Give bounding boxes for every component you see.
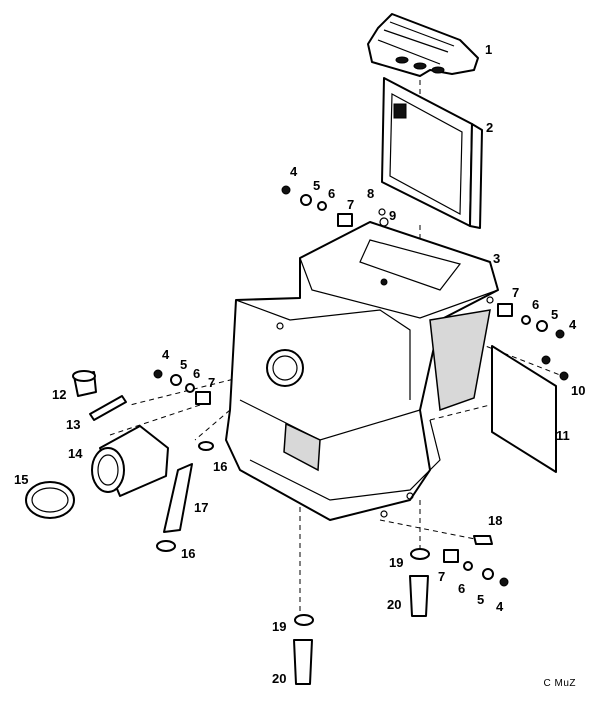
callout-label: 20 <box>387 597 402 612</box>
callout-label: 4 <box>569 317 577 332</box>
fastener-stack-bottom <box>443 549 509 587</box>
fastener-stack-right <box>497 303 565 339</box>
callout-label: 20 <box>272 671 287 686</box>
drain-tube-part <box>293 575 429 685</box>
callout-label: 19 <box>272 619 287 634</box>
callout-label: 5 <box>551 307 559 322</box>
callout-label: 12 <box>52 387 67 402</box>
airbox-housing-part <box>225 221 499 521</box>
fastener-stack-left <box>153 369 211 405</box>
drain-clip-part <box>294 548 430 626</box>
intake-boot-part <box>91 425 169 497</box>
callout-label: 18 <box>488 513 503 528</box>
callout-label: 17 <box>194 500 209 515</box>
fastener-stack-top <box>281 185 389 227</box>
callout-label: 4 <box>162 347 170 362</box>
screw-part <box>473 355 569 545</box>
callout-label: 6 <box>193 366 201 381</box>
nipple-part <box>89 395 127 421</box>
callout-label: 5 <box>180 357 188 372</box>
callout-label: 9 <box>389 208 397 223</box>
air-filter-part <box>381 77 483 229</box>
hose-part <box>163 463 193 533</box>
callout-label: 1 <box>485 42 493 57</box>
callout-label: 2 <box>486 120 494 135</box>
callout-label: 8 <box>367 186 375 201</box>
callout-label: 16 <box>213 459 228 474</box>
cover-plate-part <box>491 345 557 473</box>
callout-label: 7 <box>438 569 446 584</box>
intake-snorkel-part <box>367 13 479 77</box>
callout-label: 4 <box>290 164 298 179</box>
cap-part <box>72 370 97 397</box>
callout-label: 4 <box>496 599 504 614</box>
hose-clamp-part <box>25 481 75 519</box>
callout-label: 7 <box>208 375 216 390</box>
callout-label: 14 <box>68 446 83 461</box>
author-signature: C MuZ <box>543 678 576 689</box>
callout-label: 5 <box>477 592 485 607</box>
callout-label: 19 <box>389 555 404 570</box>
callout-label: 7 <box>512 285 520 300</box>
callout-label: 13 <box>66 417 81 432</box>
hose-clip-part <box>156 441 214 552</box>
callout-label: 6 <box>458 581 466 596</box>
callout-label: 16 <box>181 546 196 561</box>
callout-label: 10 <box>571 383 586 398</box>
callout-label: 11 <box>556 428 570 443</box>
callout-label: 5 <box>313 178 321 193</box>
callout-label: 15 <box>14 472 29 487</box>
callout-label: 6 <box>532 297 540 312</box>
callout-label: 3 <box>493 251 501 266</box>
callout-label: 6 <box>328 186 336 201</box>
callout-label: 7 <box>347 197 355 212</box>
